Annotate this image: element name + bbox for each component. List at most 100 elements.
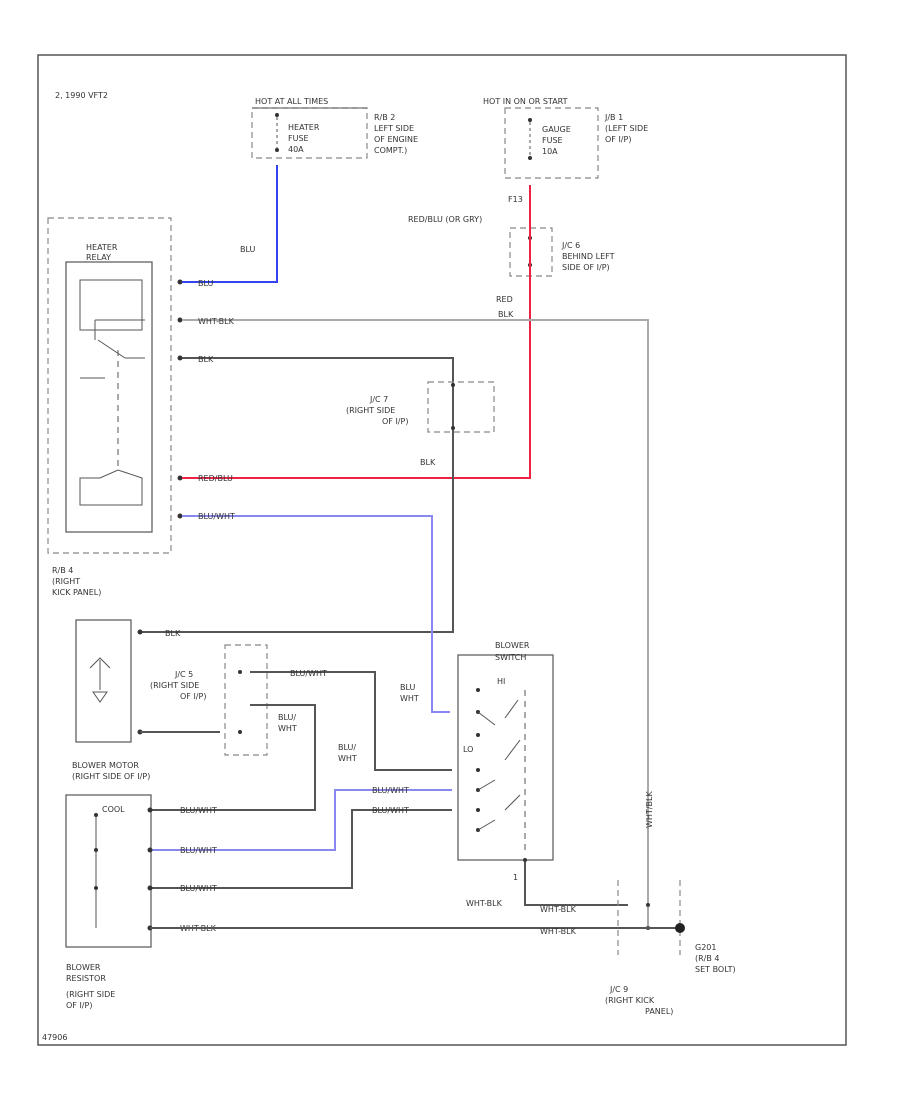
svg-text:R/B 2: R/B 2 xyxy=(374,113,395,122)
svg-text:(LEFT SIDE: (LEFT SIDE xyxy=(605,124,648,133)
svg-text:BLU/WHT: BLU/WHT xyxy=(180,846,217,855)
svg-text:WHT: WHT xyxy=(338,754,357,763)
diagram-frame xyxy=(37,54,847,1046)
svg-text:OF I/P): OF I/P) xyxy=(66,1001,92,1010)
svg-text:(R/B 4: (R/B 4 xyxy=(695,954,720,963)
svg-text:1: 1 xyxy=(513,873,518,882)
svg-text:HOT IN ON OR START: HOT IN ON OR START xyxy=(483,97,568,106)
svg-text:BLOWER: BLOWER xyxy=(66,963,101,972)
svg-text:BLU/WHT: BLU/WHT xyxy=(180,884,217,893)
svg-text:BLU/: BLU/ xyxy=(338,743,356,752)
svg-text:J/C 5: J/C 5 xyxy=(174,670,193,679)
svg-text:OF ENGINE: OF ENGINE xyxy=(374,135,418,144)
svg-text:RED: RED xyxy=(496,295,513,304)
svg-text:COMPT.): COMPT.) xyxy=(374,146,407,155)
junction-jc7: J/C 7 (RIGHT SIDE OF I/P) xyxy=(346,381,495,433)
svg-text:(RIGHT SIDE: (RIGHT SIDE xyxy=(66,990,115,999)
svg-text:WHT: WHT xyxy=(278,724,297,733)
svg-text:FUSE: FUSE xyxy=(288,134,309,143)
svg-text:BLK: BLK xyxy=(498,310,514,319)
svg-text:(RIGHT: (RIGHT xyxy=(52,577,80,586)
svg-text:LEFT SIDE: LEFT SIDE xyxy=(374,124,414,133)
wire-switch-m1 xyxy=(150,789,452,851)
wire-switch-lo xyxy=(350,671,452,771)
svg-text:HI: HI xyxy=(497,677,505,686)
svg-text:BLU/WHT: BLU/WHT xyxy=(372,806,409,815)
wire-jc5-resistor xyxy=(150,704,316,811)
svg-text:J/C 7: J/C 7 xyxy=(369,395,388,404)
wire-blu xyxy=(182,165,278,283)
svg-text:WHT-BLK: WHT-BLK xyxy=(466,899,503,908)
svg-text:RESISTOR: RESISTOR xyxy=(66,974,106,983)
svg-text:J/C 6: J/C 6 xyxy=(561,241,580,250)
svg-text:OF I/P): OF I/P) xyxy=(180,692,206,701)
svg-text:KICK PANEL): KICK PANEL) xyxy=(52,588,101,597)
ground-g201: G201 (R/B 4 SET BOLT) xyxy=(675,923,736,974)
wire-red xyxy=(182,185,531,479)
junction-jc6: RED/BLU (OR GRY) J/C 6 BEHIND LEFT SIDE … xyxy=(408,215,615,277)
svg-text:J/C 9: J/C 9 xyxy=(609,985,628,994)
svg-text:BLU/: BLU/ xyxy=(278,713,296,722)
svg-text:BLU: BLU xyxy=(240,245,256,254)
svg-text:OF I/P): OF I/P) xyxy=(605,135,631,144)
svg-text:40A: 40A xyxy=(288,145,304,154)
wire-switch-m2 xyxy=(150,809,452,889)
svg-text:(RIGHT KICK: (RIGHT KICK xyxy=(605,996,655,1005)
svg-text:LO: LO xyxy=(463,745,473,754)
blower-motor: BLOWER MOTOR (RIGHT SIDE OF I/P) xyxy=(72,619,150,781)
svg-text:SET BOLT): SET BOLT) xyxy=(695,965,736,974)
svg-text:(RIGHT SIDE: (RIGHT SIDE xyxy=(150,681,199,690)
rb4-label: R/B 4 xyxy=(52,566,73,575)
svg-text:COOL: COOL xyxy=(102,805,125,814)
svg-text:PANEL): PANEL) xyxy=(645,1007,673,1016)
svg-text:WHT-BLK: WHT-BLK xyxy=(540,927,577,936)
svg-text:BLU/WHT: BLU/WHT xyxy=(180,806,217,815)
svg-text:(RIGHT SIDE OF I/P): (RIGHT SIDE OF I/P) xyxy=(72,772,150,781)
svg-text:10A: 10A xyxy=(542,147,558,156)
svg-text:GAUGE: GAUGE xyxy=(542,125,571,134)
wire-blk xyxy=(140,357,454,633)
svg-text:RED/BLU (OR GRY): RED/BLU (OR GRY) xyxy=(408,215,482,224)
svg-text:HOT AT ALL TIMES: HOT AT ALL TIMES xyxy=(255,97,328,106)
svg-text:WHT/BLK: WHT/BLK xyxy=(645,791,654,828)
svg-text:BLU: BLU xyxy=(400,683,416,692)
heater-fuse-block: HOT AT ALL TIMES HEATER FUSE 40A R/B 2 L… xyxy=(251,97,418,159)
svg-text:WHT-BLK: WHT-BLK xyxy=(198,317,235,326)
svg-text:BLU/WHT: BLU/WHT xyxy=(290,669,327,678)
svg-text:BLK: BLK xyxy=(165,629,181,638)
svg-text:FUSE: FUSE xyxy=(542,136,563,145)
svg-text:WHT: WHT xyxy=(400,694,419,703)
wire-ground-switch xyxy=(524,862,628,906)
svg-text:SIDE OF I/P): SIDE OF I/P) xyxy=(562,263,610,272)
svg-text:BLU/WHT: BLU/WHT xyxy=(372,786,409,795)
svg-text:G201: G201 xyxy=(695,943,716,952)
svg-text:RELAY: RELAY xyxy=(86,253,111,262)
junction-jc5: J/C 5 (RIGHT SIDE OF I/P) xyxy=(150,644,268,756)
svg-text:HEATER: HEATER xyxy=(86,243,118,252)
wire-blu-wht xyxy=(182,515,450,713)
svg-text:OF I/P): OF I/P) xyxy=(382,417,408,426)
svg-text:BLK: BLK xyxy=(198,355,214,364)
footer-code: 47906 xyxy=(42,1033,67,1042)
svg-text:BLK: BLK xyxy=(420,458,436,467)
svg-text:RED/BLU: RED/BLU xyxy=(198,474,233,483)
corner-note: 2, 1990 VFT2 xyxy=(55,91,108,100)
wire-wht-blk-top xyxy=(182,319,649,905)
svg-text:SWITCH: SWITCH xyxy=(495,653,526,662)
junction-jc9: J/C 9 (RIGHT KICK PANEL) xyxy=(605,880,681,1016)
svg-text:BLU: BLU xyxy=(198,279,214,288)
heater-relay: HEATER RELAY xyxy=(47,217,183,554)
svg-text:BLOWER: BLOWER xyxy=(495,641,530,650)
blower-resistor: COOL BLU/WHT BLU/WHT BLU/WHT WHT-BLK BLO… xyxy=(65,794,217,1010)
svg-text:J/B 1: J/B 1 xyxy=(604,113,623,122)
svg-text:BLU/WHT: BLU/WHT xyxy=(198,512,235,521)
svg-text:BLOWER MOTOR: BLOWER MOTOR xyxy=(72,761,139,770)
gauge-fuse-block: HOT IN ON OR START GAUGE FUSE 10A J/B 1 … xyxy=(483,97,648,204)
svg-text:WHT-BLK: WHT-BLK xyxy=(540,905,577,914)
svg-text:BEHIND LEFT: BEHIND LEFT xyxy=(562,252,615,261)
svg-text:(RIGHT SIDE: (RIGHT SIDE xyxy=(346,406,395,415)
svg-text:HEATER: HEATER xyxy=(288,123,320,132)
svg-text:F13: F13 xyxy=(508,195,523,204)
blower-switch: BLOWER SWITCH HI LO BLU WHT xyxy=(400,641,554,862)
